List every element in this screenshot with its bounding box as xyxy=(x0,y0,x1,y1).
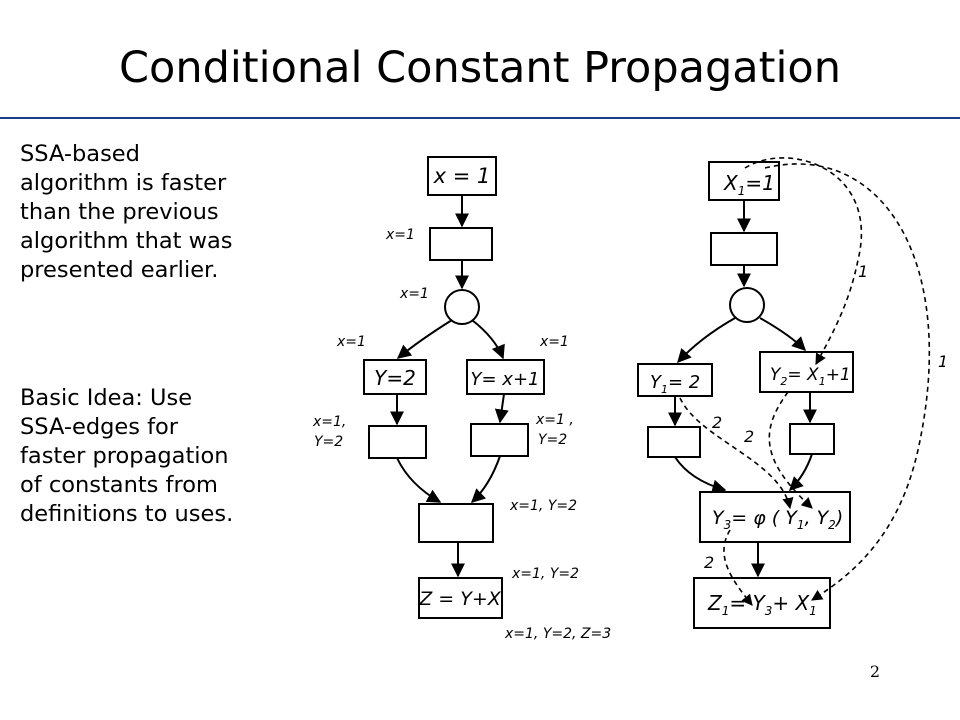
right-branch-node xyxy=(729,287,765,323)
left-entry-label: x = 1 xyxy=(433,164,491,188)
left-empty-node-1 xyxy=(429,227,493,261)
left-edge xyxy=(471,319,505,360)
paragraph-line: Basic Idea: Use xyxy=(20,385,193,411)
left-edge xyxy=(470,455,501,503)
right-assign-left-label: Y1= 2 xyxy=(650,372,700,396)
page-number: 2 xyxy=(869,662,881,681)
ssa-edge-labels: 1 1 2 2 2 xyxy=(704,262,945,572)
left-node-labels: x = 1 Y=2 Y= x+1 Z = Y+X xyxy=(374,164,539,610)
left-edge-labels: x=1 x=1 x=1 x=1 x=1, Y=2 x=1 , Y=2 x=1, … xyxy=(312,227,611,642)
paragraph-line: of constants from xyxy=(20,472,218,498)
right-assign-right-node xyxy=(759,351,854,393)
left-edge xyxy=(396,457,442,503)
edge-label: x=1 , xyxy=(535,412,574,428)
left-branch-node xyxy=(444,289,480,325)
right-edge xyxy=(759,317,806,351)
edge-label: x=1, Y=2, Z=3 xyxy=(504,626,611,642)
ssa-edge-x1-to-z1 xyxy=(764,163,931,601)
left-edge xyxy=(494,393,509,424)
right-node-labels: X1=1 Y1= 2 Y2= X1+1 Y3= φ ( Y1, Y2) Z1= … xyxy=(650,171,851,618)
edge-label: x=1, xyxy=(312,414,346,430)
cfg-diagram: x = 1 Y=2 Y= x+1 Z = Y+X x=1 x=1 x=1 x=1… xyxy=(312,156,945,642)
paragraph-ssa-faster: SSA-based algorithm is faster than the p… xyxy=(20,140,320,285)
edge-label: x=1, Y=2 xyxy=(509,498,577,514)
ssa-edges xyxy=(679,157,931,606)
right-exit-label: Z1= Y3+ X1 xyxy=(707,591,817,618)
ssa-edge-label: 1 xyxy=(858,262,868,281)
left-assign-left-node xyxy=(363,359,427,395)
paragraph-line: SSA-edges for xyxy=(20,414,179,440)
right-empty-node-1 xyxy=(710,232,778,266)
left-assign-left-label: Y=2 xyxy=(374,366,416,390)
right-edge xyxy=(789,453,813,491)
left-edge xyxy=(396,319,453,359)
edge-label: x=1, Y=2 xyxy=(511,566,579,582)
right-entry-label: X1=1 xyxy=(723,171,775,198)
title-rule xyxy=(0,117,960,119)
right-exit-node xyxy=(693,577,831,629)
right-empty-node-3 xyxy=(789,423,835,455)
left-cfg xyxy=(363,156,545,619)
paragraph-line: faster propagation xyxy=(20,443,229,469)
ssa-edge-label: 2 xyxy=(744,427,754,446)
paragraph-line: presented earlier. xyxy=(20,257,219,283)
left-assign-right-label: Y= x+1 xyxy=(471,369,540,390)
paragraph-line: algorithm that was xyxy=(20,228,233,254)
left-exit-node xyxy=(418,577,503,619)
ssa-edge-label: 2 xyxy=(704,553,714,572)
edge-label: Y=2 xyxy=(538,432,567,448)
left-assign-right-node xyxy=(466,359,545,395)
left-empty-node-3 xyxy=(470,423,529,457)
slide-title: Conditional Constant Propagation xyxy=(118,43,841,93)
left-empty-node-2 xyxy=(368,425,427,459)
right-empty-node-2 xyxy=(647,426,701,458)
edge-label: x=1 xyxy=(539,334,569,350)
edge-label: x=1 xyxy=(399,286,429,302)
paragraph-basic-idea: Basic Idea: Use SSA-edges for faster pro… xyxy=(20,384,320,529)
left-merge-node xyxy=(418,503,494,543)
right-phi-node xyxy=(699,491,851,543)
paragraph-line: SSA-based xyxy=(20,141,140,167)
ssa-edge-y2-to-phi xyxy=(768,391,813,509)
left-exit-label: Z = Y+X xyxy=(418,588,502,610)
right-cfg xyxy=(637,161,854,629)
right-assign-right-label: Y2= X1+1 xyxy=(770,365,851,388)
ssa-edge-x1-to-y2 xyxy=(744,157,863,365)
right-edge xyxy=(674,456,727,494)
edge-label: x=1 xyxy=(385,227,415,243)
paragraph-line: definitions to uses. xyxy=(20,501,234,527)
edge-label: x=1 xyxy=(336,334,366,350)
ssa-edge-label: 2 xyxy=(712,413,722,432)
edge-label: Y=2 xyxy=(314,434,343,450)
paragraph-line: algorithm is faster xyxy=(20,170,227,196)
right-phi-label: Y3= φ ( Y1, Y2) xyxy=(712,507,843,532)
ssa-edge-y3-to-z1 xyxy=(723,529,753,606)
paragraph-line: than the previous xyxy=(20,199,219,225)
right-edge xyxy=(677,317,736,364)
ssa-edge-label: 1 xyxy=(938,352,945,371)
